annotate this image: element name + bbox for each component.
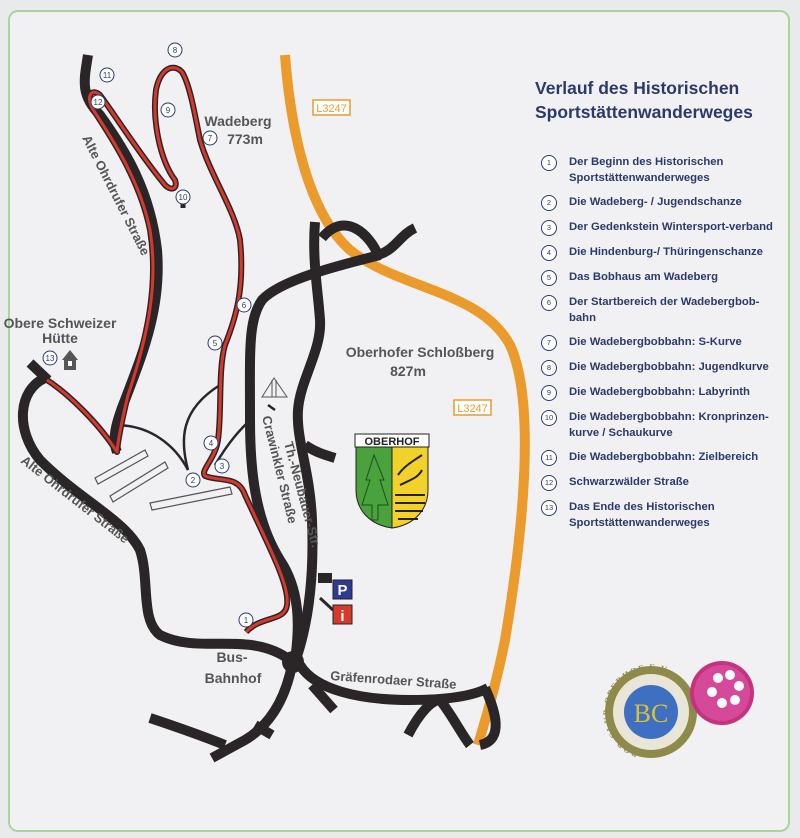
label-wadeberg: Wadeberg [204, 113, 271, 129]
legend-item: 9 Die Wadebergbobbahn: Labyrinth [535, 384, 785, 401]
legend-number: 9 [541, 385, 557, 401]
label-huette-1: Obere Schweizer [4, 315, 117, 331]
legend-text: Die Wadebergbobbahn: Kronprinzen-kurve /… [569, 411, 769, 439]
legend-text: Schwarzwälder Straße [569, 476, 689, 488]
parking-icon: P [332, 579, 353, 600]
svg-text:i: i [340, 608, 344, 625]
label-huette-2: Hütte [42, 330, 78, 346]
legend-text: Die Wadebergbobbahn: S-Kurve [569, 336, 742, 348]
label-bahnhof: Bahnhof [205, 670, 262, 686]
coat-of-arms-oberhof: OBERHOF [354, 433, 430, 529]
legend-number: 5 [541, 270, 557, 286]
legend-item: 2 Die Wadeberg- / Jugendschanze [535, 194, 785, 211]
label-schlossberg: Oberhofer Schloßberg [346, 344, 495, 360]
svg-text:L3247: L3247 [457, 403, 488, 415]
legend-item: 4 Die Hindenburg-/ Thüringenschanze [535, 244, 785, 261]
legend-item: 8 Die Wadebergbobbahn: Jugendkurve [535, 359, 785, 376]
hut-icon [62, 350, 78, 370]
legend-number: 2 [541, 195, 557, 211]
road-sign-l3247: L3247 [312, 99, 351, 116]
legend-number: 13 [541, 500, 557, 516]
legend-text: Das Bobhaus am Wadeberg [569, 271, 718, 283]
label-bus: Bus- [216, 649, 247, 665]
legend-number: 7 [541, 335, 557, 351]
legend-text: Das Ende des Historischen Sportstättenwa… [569, 501, 715, 529]
svg-text:OBERHOF: OBERHOF [365, 436, 420, 448]
legend-number: 10 [541, 410, 557, 426]
legend-number: 6 [541, 295, 557, 311]
road-l3247 [280, 54, 530, 747]
legend-number: 8 [541, 360, 557, 376]
legend-number: 12 [541, 475, 557, 491]
legend-text: Die Wadebergbobbahn: Zielbereich [569, 451, 759, 463]
badge-bob-club: BC BOB-CLUB OBERHOF E.V. [601, 662, 697, 759]
memorial-icon [261, 377, 288, 398]
info-icon: i [332, 604, 353, 625]
legend-text: Der Beginn des Historischen Sportstätten… [569, 156, 724, 184]
legend-item: 1 Der Beginn des Historischen Sportstätte… [535, 154, 785, 186]
legend-number: 4 [541, 245, 557, 261]
legend-item: 5 Das Bobhaus am Wadeberg [535, 269, 785, 286]
legend-text: Der Startbereich der Wadebergbob-bahn [569, 296, 760, 324]
ski-jumps [94, 449, 233, 511]
legend-item: 3 Der Gedenkstein Wintersport-verband [535, 219, 785, 236]
legend-item: 12 Schwarzwälder Straße [535, 474, 785, 491]
svg-text:L3247: L3247 [316, 103, 347, 115]
legend-text: Die Hindenburg-/ Thüringenschanze [569, 246, 763, 258]
badge-oberhof-pink [690, 661, 754, 725]
svg-text:P: P [337, 582, 347, 599]
svg-text:BC: BC [634, 699, 669, 728]
legend-number: 11 [541, 450, 557, 466]
legend-text: Der Gedenkstein Wintersport-verband [569, 221, 773, 233]
road-sign-l3247-2: L3247 [453, 399, 492, 416]
legend-text: Die Wadeberg- / Jugendschanze [569, 196, 742, 208]
historic-trail [46, 66, 289, 634]
label-schlossberg-height: 827m [390, 363, 426, 379]
legend-item: 7 Die Wadebergbobbahn: S-Kurve [535, 334, 785, 351]
legend-number: 3 [541, 220, 557, 236]
legend-item: 6 Der Startbereich der Wadebergbob-bahn [535, 294, 785, 326]
legend-item: 13 Das Ende des Historischen Sportstätten… [535, 499, 785, 531]
legend-number: 1 [541, 155, 557, 171]
label-wadeberg-height: 773m [227, 131, 263, 147]
legend-text: Die Wadebergbobbahn: Jugendkurve [569, 361, 769, 373]
legend-item: 10 Die Wadebergbobbahn: Kronprinzen-kurve… [535, 409, 785, 441]
label-graefenrodaer: Gräfenrodaer Straße [330, 668, 457, 692]
legend-item: 11 Die Wadebergbobbahn: Zielbereich [535, 449, 785, 466]
legend-text: Die Wadebergbobbahn: Labyrinth [569, 386, 750, 398]
